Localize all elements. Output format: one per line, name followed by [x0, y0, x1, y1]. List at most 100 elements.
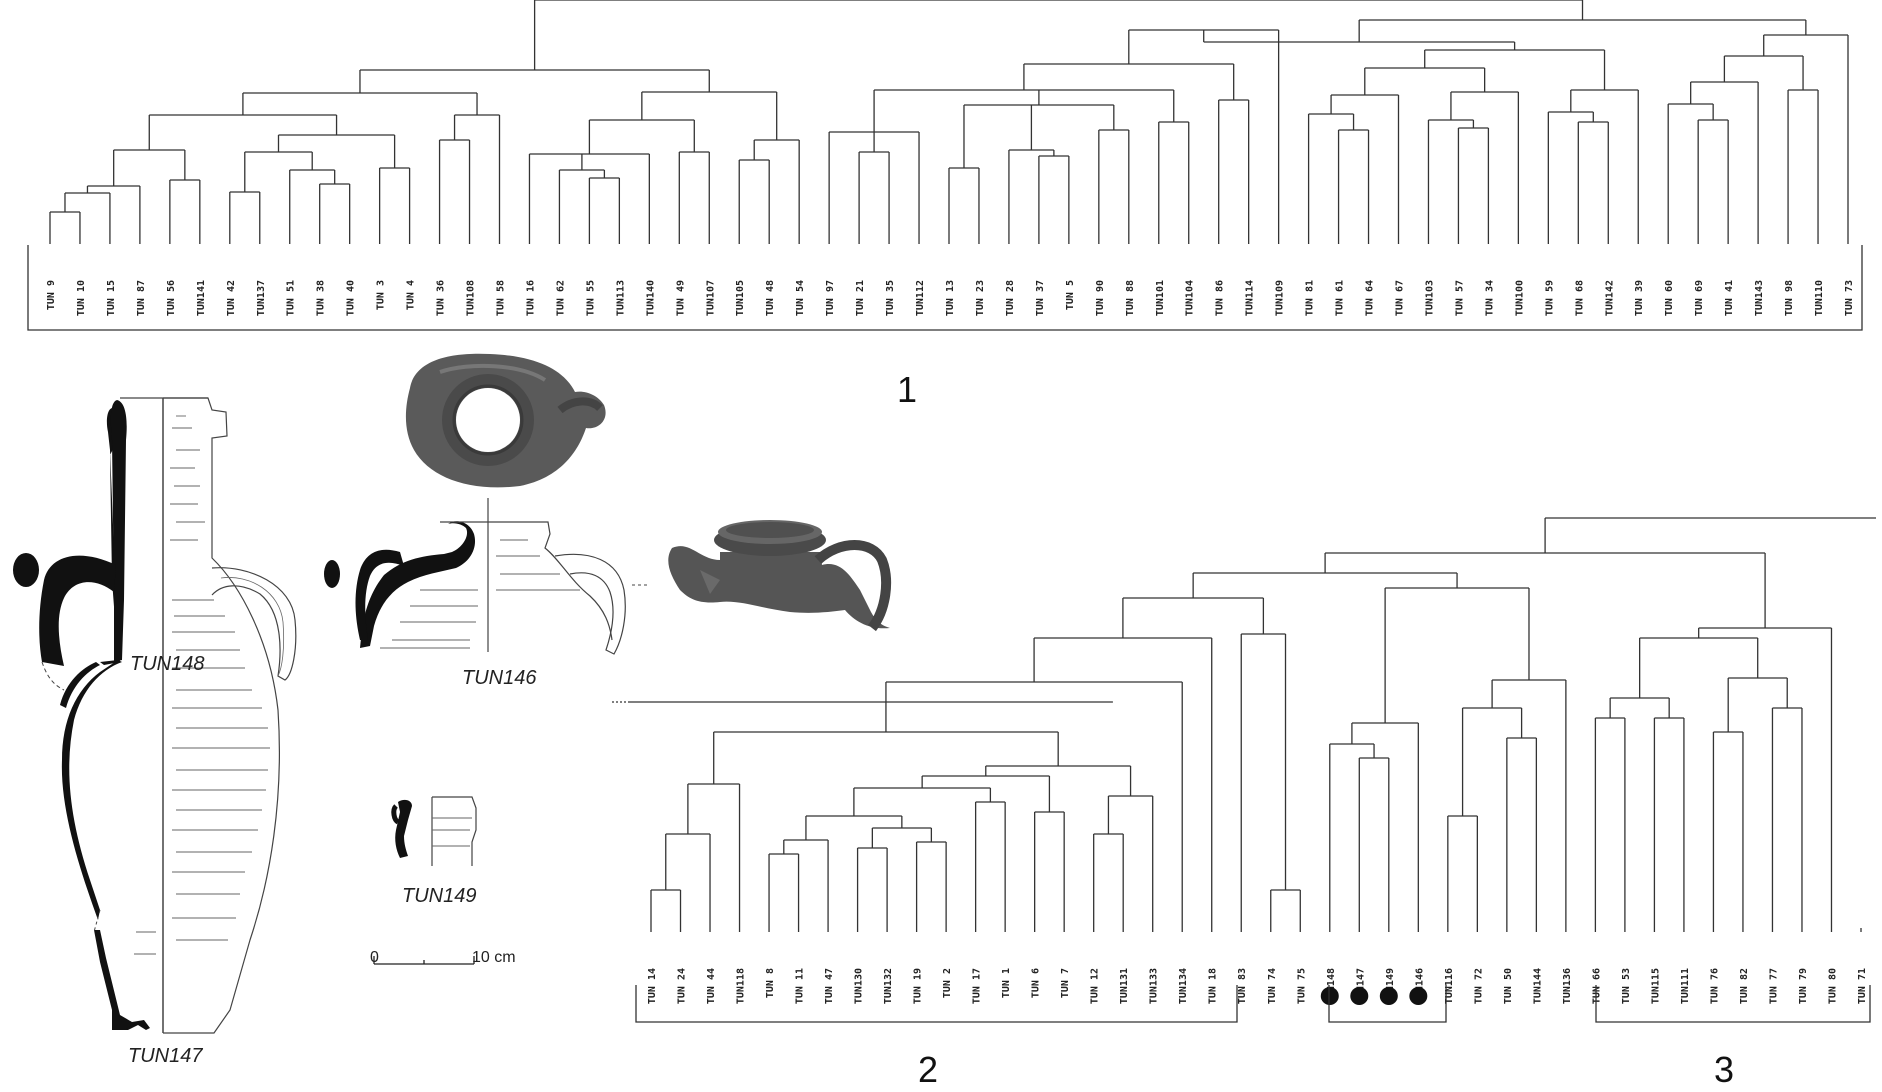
- dendrogram-1-leaf-label: TUN 61: [1335, 280, 1346, 316]
- dendrogram-1-leaf-label: TUN 98: [1784, 280, 1795, 316]
- dendrogram-1-leaf-label: TUN105: [735, 280, 746, 316]
- caption-tun148: TUN148: [130, 653, 204, 675]
- dendrogram-2-leaf-label: TUN 6: [1031, 968, 1042, 998]
- panel-number-2: 2: [918, 1049, 938, 1090]
- dendrogram-2-leaf-label: TUN 77: [1768, 968, 1779, 1004]
- dendrogram-2-leaf-label: TUN130: [854, 968, 865, 1004]
- marked-sample-dots: [1320, 987, 1428, 1005]
- dendrogram-2-leaf-label: TUN 82: [1739, 968, 1750, 1004]
- dendrogram-1-leaf-label: TUN 64: [1365, 280, 1376, 316]
- dendrogram-1-leaf-label: TUN 58: [496, 280, 507, 316]
- dendrogram-1-leaf-label: TUN 16: [525, 280, 536, 316]
- dendrogram-1-leaf-label: TUN 5: [1065, 280, 1076, 310]
- dendrogram-1-leaf-label: TUN110: [1814, 280, 1825, 316]
- dendrogram-1-leaf-label: TUN 60: [1664, 280, 1675, 316]
- dendrogram-1-leaf-label: TUN 48: [765, 280, 776, 316]
- dendrogram-1-leaf-label: TUN 4: [406, 280, 417, 310]
- dendrogram-2-leaf-label: TUN 66: [1591, 968, 1602, 1004]
- dendrogram-2-leaf-label: TUN115: [1650, 968, 1661, 1004]
- dendrogram-2-leaf-label: TUN111: [1680, 968, 1691, 1004]
- dendrogram-1-leaf-label: TUN137: [256, 280, 267, 316]
- dendrogram-2-leaf-label: TUN 50: [1503, 968, 1514, 1004]
- dendrogram-1-leaf-label: TUN 87: [136, 280, 147, 316]
- dendrogram-1-leaf-label: TUN 36: [436, 280, 447, 316]
- dendrogram-2-leaf-label: TUN 14: [647, 968, 658, 1004]
- dendrogram-1-leaf-label: TUN 67: [1395, 280, 1406, 316]
- marked-sample-dot: [1379, 987, 1398, 1005]
- dendrogram-1-leaf-label: TUN 59: [1544, 280, 1555, 316]
- dendrogram-1-leaf-label: TUN 56: [166, 280, 177, 316]
- dendrogram-2-leaf-label: TUN 74: [1267, 968, 1278, 1004]
- dendrogram-2-leaf-label: TUN 11: [795, 968, 806, 1004]
- dendrogram-2-leaf-label: TUN118: [736, 968, 747, 1004]
- dendrogram-1-leaf-label: TUN 88: [1125, 280, 1136, 316]
- dendrogram-1-leaf-label: TUN140: [645, 280, 656, 316]
- dendrogram-2-leaf-label: TUN 24: [677, 968, 688, 1004]
- dendrogram-2-leaf-label: TUN133: [1149, 968, 1160, 1004]
- dendrogram-1-leaf-label: TUN 34: [1484, 280, 1495, 316]
- dendrogram-1-leaf-label: TUN100: [1514, 280, 1525, 316]
- dendrogram-1-leaf-label: TUN 37: [1035, 280, 1046, 316]
- dendrogram-1-leaf-label: TUN101: [1155, 280, 1166, 316]
- dendrogram-1-leaf-label: TUN114: [1245, 280, 1256, 316]
- dendrogram-1-leaf-label: TUN 21: [855, 280, 866, 316]
- dendrogram-2-leaf-label: TUN 47: [824, 968, 835, 1004]
- dendrogram-1-leaf-label: TUN 41: [1724, 280, 1735, 316]
- dendrogram-1-leaf-label: TUN 73: [1844, 280, 1855, 316]
- dendrogram-1-leaf-label: TUN113: [615, 280, 626, 316]
- dendrogram-2-leaf-label: TUN116: [1444, 968, 1455, 1004]
- dendrogram-2-leaf-label: TUN134: [1178, 968, 1189, 1004]
- scale-bar: 0 10 cm: [370, 949, 516, 966]
- dendrogram-2-leaf-label: TUN 12: [1090, 968, 1101, 1004]
- marked-sample-dot: [1320, 987, 1339, 1005]
- dendrogram-2: [628, 517, 1876, 932]
- dendrogram-2-leaf-label: TUN 44: [706, 968, 717, 1004]
- dendrogram-2-leaf-label: TUN 80: [1827, 968, 1838, 1004]
- dendrogram-1-leaf-label: TUN 55: [585, 280, 596, 316]
- dendrogram-2-leaf-label: TUN 18: [1208, 968, 1219, 1004]
- dendrogram-2-leaf-label: TUN148: [1326, 968, 1337, 1004]
- tun146-top-view-photo: [405, 353, 606, 488]
- dendrogram-1-leaf-label: TUN 97: [825, 280, 836, 316]
- dendrogram-1-leaf-label: TUN 51: [286, 280, 297, 316]
- dendrogram-2-leaf-label: TUN 71: [1857, 968, 1868, 1004]
- dendrogram-1-leaf-label: TUN 86: [1215, 280, 1226, 316]
- dendrogram-1-leaf-label: TUN 68: [1574, 280, 1585, 316]
- dendrogram-2-leaf-label: TUN 19: [913, 968, 924, 1004]
- dendrogram-1-leaf-label: TUN112: [915, 280, 926, 316]
- panel-number-3: 3: [1714, 1049, 1734, 1090]
- amphora-tun148-tun147-drawing: TUN148 TUN147: [13, 397, 297, 1067]
- dendrogram-1-leaf-label: TUN 49: [675, 280, 686, 316]
- dendrogram-1-leaf-label: TUN107: [705, 280, 716, 316]
- caption-tun147: TUN147: [128, 1045, 203, 1067]
- panel-number-1: 1: [897, 369, 917, 410]
- dendrogram-2-leaf-label: TUN132: [883, 968, 894, 1004]
- scale-length-label: 10 cm: [472, 949, 516, 966]
- dendrogram-1-leaf-label: TUN 28: [1005, 280, 1016, 316]
- dendrogram-1-leaf-label: TUN 81: [1305, 280, 1316, 316]
- scale-zero-label: 0: [370, 949, 379, 966]
- caption-tun149: TUN149: [402, 885, 476, 907]
- dendrogram-1-leaf-label: TUN 10: [76, 280, 87, 316]
- dendrogram-1-leaf-label: TUN 42: [226, 280, 237, 316]
- dendrogram-2-leaf-label: TUN 17: [972, 968, 983, 1004]
- dendrogram-2-leaf-label: TUN147: [1355, 968, 1366, 1004]
- dendrogram-2-leaf-label: TUN 76: [1709, 968, 1720, 1004]
- marked-sample-dot: [1350, 987, 1369, 1005]
- cluster-1-bracket: [27, 245, 1863, 331]
- dendrogram-1-leaf-label: TUN 15: [106, 280, 117, 316]
- dendrogram-2-leaf-label: TUN 79: [1798, 968, 1809, 1004]
- dendrogram-2-leaf-label: TUN144: [1532, 968, 1543, 1004]
- dendrogram-1-leaf-label: TUN 54: [795, 280, 806, 316]
- dendrogram-1-leaf-label: TUN108: [466, 280, 477, 316]
- dendrogram-1-leaf-label: TUN109: [1275, 280, 1286, 316]
- dendrogram-2-leaf-label: TUN 1: [1001, 968, 1012, 998]
- dendrogram-1-leaf-label: TUN 90: [1095, 280, 1106, 316]
- dendrogram-2-leaf-label: TUN146: [1414, 968, 1425, 1004]
- tun146-side-view-photo: [668, 520, 892, 632]
- dendrogram-2-leaf-label: TUN 8: [765, 968, 776, 998]
- dendrogram-1-leaf-label: TUN 13: [945, 280, 956, 316]
- dendrogram-2-leaf-label: TUN 53: [1621, 968, 1632, 1004]
- dendrogram-1-leaf-label: TUN 69: [1694, 280, 1705, 316]
